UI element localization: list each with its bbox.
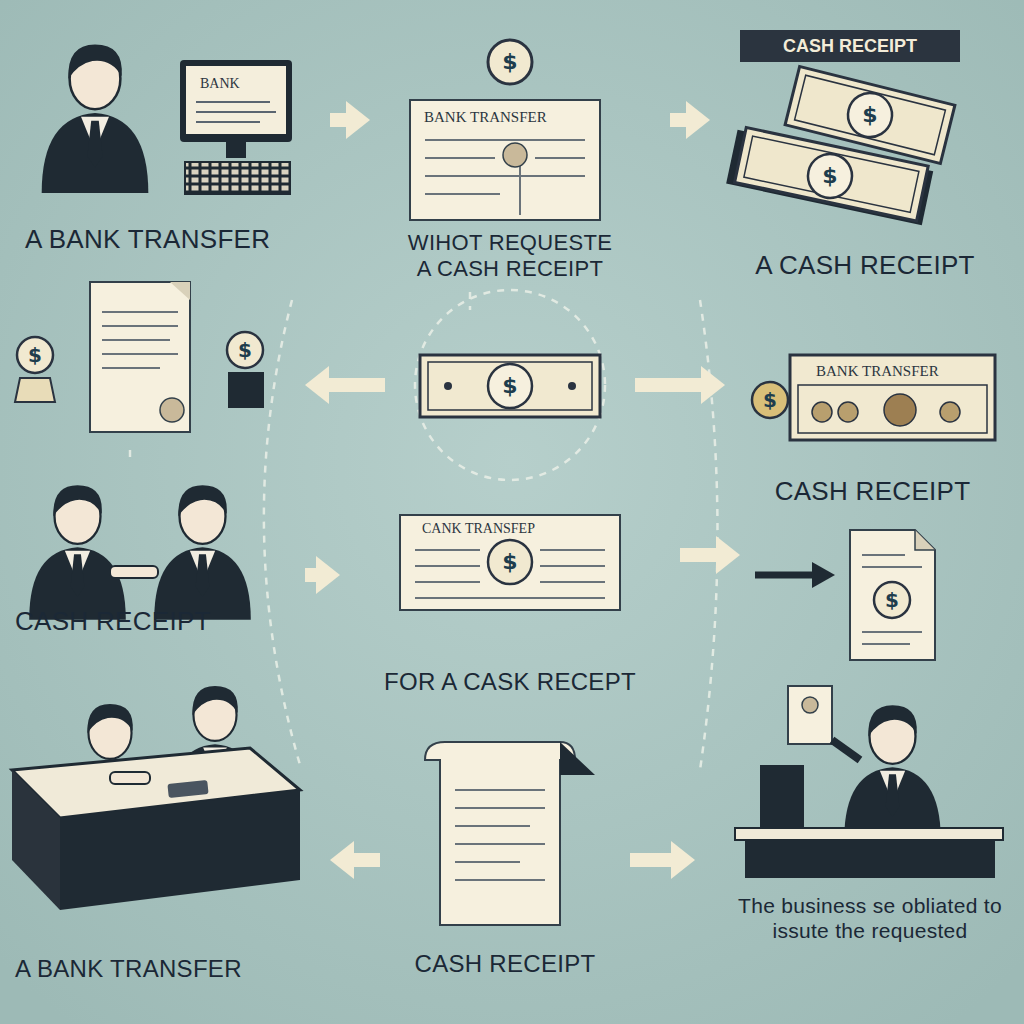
dollar-sign: $ xyxy=(490,49,530,75)
panel-node: BANK A BANK TRANSFER xyxy=(10,20,325,285)
panel-node: CANK TRANSFEP $ FOR A CASK RECEPT xyxy=(345,505,675,705)
caption: FOR A CASK RECEPT xyxy=(350,668,670,697)
panel-node: The business se obliated to issute the r… xyxy=(700,670,1020,1010)
panel-node: $ BANK TRANSFER CASH RECEIPT xyxy=(730,345,1014,510)
document-text: BANK xyxy=(196,76,284,93)
flow-arrow xyxy=(305,556,340,594)
caption: CASH RECEIPT xyxy=(390,950,620,979)
dollar-sign: $ xyxy=(850,102,890,128)
flow-arrow xyxy=(680,536,740,574)
flow-arrow xyxy=(305,366,385,404)
dollar-sign: $ xyxy=(752,388,788,412)
flow-arrow xyxy=(630,841,695,879)
panel-node: A BANK TRANSFER xyxy=(5,670,325,995)
caption: A CASH RECEIPT xyxy=(725,250,1005,281)
dollar-sign: $ xyxy=(17,343,53,367)
panel-node: $ xyxy=(390,330,630,440)
caption: A BANK TRANSFER xyxy=(15,955,320,984)
caption: The business se obliated to issute the r… xyxy=(735,893,1005,943)
panel-node: CASH RECEIPT xyxy=(385,730,625,1000)
dollar-sign: $ xyxy=(490,373,530,399)
panel-node: $$ xyxy=(10,285,300,450)
dollar-sign: $ xyxy=(227,338,263,362)
panel-node: $ xyxy=(745,515,1010,665)
document-text: CANK TRANSFEP xyxy=(418,521,603,538)
flow-arrow xyxy=(635,366,725,404)
caption: CASH RECEIPT xyxy=(735,476,1010,507)
panel-node: CASH RECEIPT $ $ A CASH RECEIPT xyxy=(715,20,1014,290)
tag-label: CASH RECEIPT xyxy=(740,30,960,62)
dollar-sign: $ xyxy=(874,588,910,612)
caption: CASH RECEIPT xyxy=(15,606,300,637)
dollar-sign: $ xyxy=(490,549,530,575)
panel-node: CASH RECEIPT xyxy=(10,460,300,645)
flow-arrow xyxy=(670,101,710,139)
caption: WIHOT REQUESTE A CASH RECEIPT xyxy=(404,230,616,283)
dollar-sign: $ xyxy=(810,163,850,189)
flow-arrow xyxy=(330,101,370,139)
caption: A BANK TRANSFER xyxy=(25,224,323,255)
panel-node: $ BANK TRANSFER WIHOT REQUESTE A CASH RECE… xyxy=(375,35,665,285)
document-text: BANK TRANSFER xyxy=(420,108,595,126)
document-text: BANK TRANSFER xyxy=(812,362,982,380)
flow-arrow xyxy=(330,841,380,879)
